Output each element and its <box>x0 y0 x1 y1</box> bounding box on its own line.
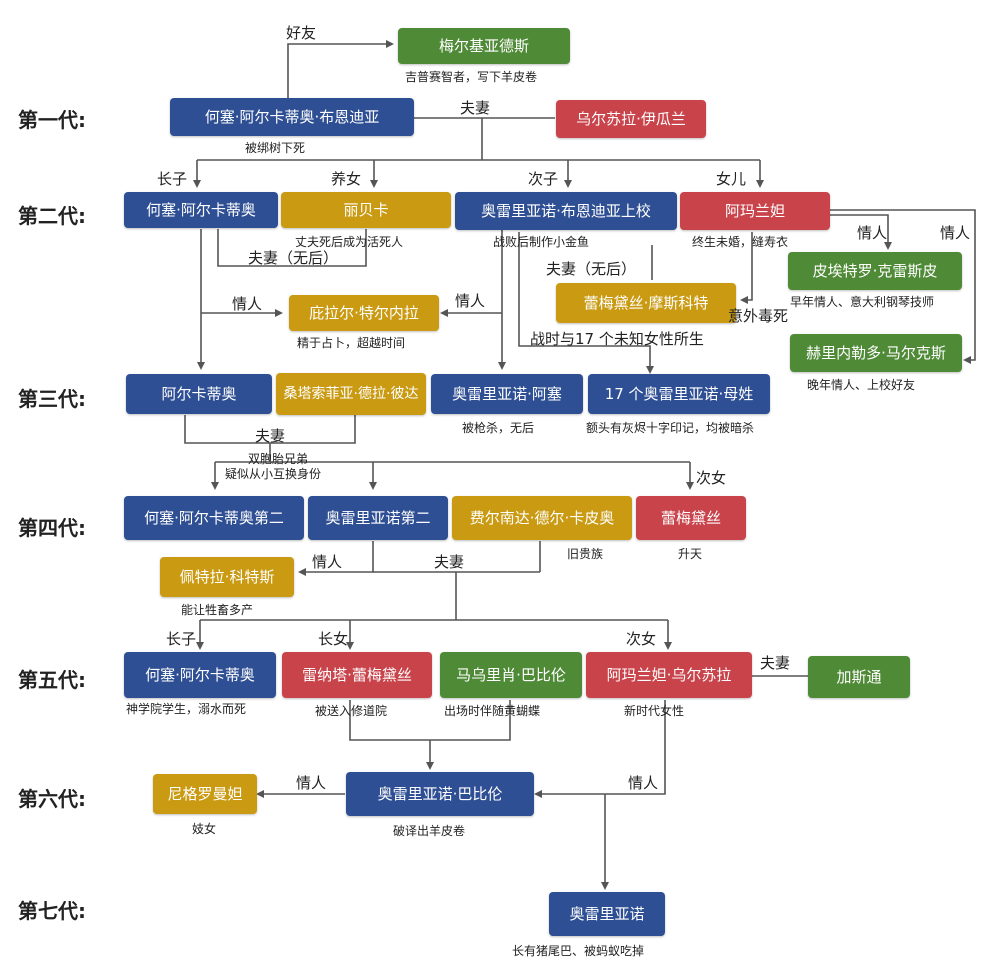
node-aureliano-jose: 奥雷里亚诺·阿塞 <box>431 374 583 414</box>
node-remedios-beauty: 蕾梅黛丝 <box>636 496 746 540</box>
generation-label: 第六代: <box>18 787 86 811</box>
relation-second-son: 次子 <box>528 170 559 188</box>
note-renata-remedios: 被送入修道院 <box>315 704 388 718</box>
node-remedios-moscote: 蕾梅黛丝·摩斯科特 <box>556 283 736 323</box>
node-aureliano-last: 奥雷里亚诺 <box>549 892 665 936</box>
node-jose-arcadio-segundo: 何塞·阿尔卡蒂奥第二 <box>124 496 304 540</box>
note-pietro-crespi: 早年情人、意大利钢琴技师 <box>790 295 935 309</box>
node-rebeca: 丽贝卡 <box>281 192 451 228</box>
node-jose-arcadio-gen5: 何塞·阿尔卡蒂奥 <box>124 652 276 698</box>
relation-eldest-son: 长子 <box>166 630 197 648</box>
note-amaranta-ursula: 新时代女性 <box>624 704 685 718</box>
node-renata-remedios: 雷纳塔·蕾梅黛丝 <box>282 652 432 698</box>
relation-lover: 情人 <box>628 774 659 792</box>
note-seventeen-women: 战时与17 个未知女性所生 <box>530 330 704 348</box>
note-aureliano-last: 长有猪尾巴、被蚂蚁吃掉 <box>512 944 645 958</box>
node-arcadio: 阿尔卡蒂奥 <box>126 374 272 414</box>
note-fernanda: 旧贵族 <box>567 547 604 561</box>
node-mauricio-babilonia: 马乌里肖·巴比伦 <box>440 652 582 698</box>
relation-second-daughter: 次女 <box>626 630 657 648</box>
relation-friend: 好友 <box>286 24 317 42</box>
node-gerineldo-marquez: 赫里内勒多·马尔克斯 <box>790 334 962 372</box>
note-remedios-moscote-death: 意外毒死 <box>728 307 789 325</box>
relation-lover: 情人 <box>455 292 486 310</box>
node-aureliano-segundo: 奥雷里亚诺第二 <box>308 496 448 540</box>
generation-label: 第二代: <box>18 204 86 228</box>
node-jose-arcadio-buendia: 何塞·阿尔卡蒂奥·布恩迪亚 <box>170 98 414 136</box>
relation-adopted-daughter: 养女 <box>331 170 362 188</box>
generation-label: 第一代: <box>18 108 86 132</box>
node-melquiades: 梅尔基亚德斯 <box>398 28 570 64</box>
note-melquiades: 吉普赛智者，写下羊皮卷 <box>405 70 538 84</box>
note-twins: 双胞胎兄弟 <box>248 452 309 466</box>
note-amaranta: 终生未婚，缝寿衣 <box>692 235 789 249</box>
node-fernanda: 费尔南达·德尔·卡皮奥 <box>452 496 632 540</box>
node-ursula: 乌尔苏拉·伊瓜兰 <box>556 100 706 138</box>
relation-eldest-son: 长子 <box>157 170 188 188</box>
note-petra-cotes: 能让牲畜多产 <box>181 603 254 617</box>
note-jose-arcadio-buendia: 被绑树下死 <box>245 141 306 155</box>
relation-lover: 情人 <box>857 224 888 242</box>
node-jose-arcadio: 何塞·阿尔卡蒂奥 <box>124 192 278 228</box>
note-remedios-beauty: 升天 <box>678 547 703 561</box>
node-amaranta: 阿玛兰妲 <box>680 192 830 230</box>
note-pilar-ternera: 精于占卜，超越时间 <box>297 336 406 350</box>
node-colonel-aureliano: 奥雷里亚诺·布恩迪亚上校 <box>455 192 677 230</box>
relation-lover: 情人 <box>232 295 263 313</box>
node-amaranta-ursula: 阿玛兰妲·乌尔苏拉 <box>586 652 752 698</box>
node-seventeen-aurelianos: 17 个奥雷里亚诺·母姓 <box>588 374 770 414</box>
node-pilar-ternera: 庇拉尔·特尔内拉 <box>289 295 439 331</box>
note-jose-arcadio-gen5: 神学院学生，溺水而死 <box>126 702 247 716</box>
relation-lover: 情人 <box>940 224 971 242</box>
relation-second-daughter: 次女 <box>696 469 727 487</box>
node-nigromanta: 尼格罗曼妲 <box>153 774 257 814</box>
note-gerineldo-marquez: 晚年情人、上校好友 <box>807 378 916 392</box>
generation-label: 第五代: <box>18 668 86 692</box>
relation-lover: 情人 <box>312 553 343 571</box>
node-aureliano-babilonia: 奥雷里亚诺·巴比伦 <box>346 772 534 816</box>
relation-spouse: 夫妻 <box>760 654 791 672</box>
note-aureliano-jose: 被枪杀，无后 <box>462 421 535 435</box>
note-colonel-aureliano: 战败后制作小金鱼 <box>493 235 590 249</box>
note-aureliano-babilonia: 破译出羊皮卷 <box>393 824 466 838</box>
generation-label: 第七代: <box>18 899 86 923</box>
generation-label: 第三代: <box>18 387 86 411</box>
relation-spouse-no-heir: 夫妻（无后） <box>546 260 637 278</box>
relation-spouse: 夫妻 <box>255 427 286 445</box>
relation-daughter: 女儿 <box>716 170 747 188</box>
note-rebeca: 丈夫死后成为活死人 <box>295 235 404 249</box>
relation-eldest-daughter: 长女 <box>318 630 349 648</box>
note-mauricio-babilonia: 出场时伴随黄蝴蝶 <box>444 704 541 718</box>
note-twins-swap: 疑似从小互换身份 <box>225 467 322 481</box>
generation-label: 第四代: <box>18 516 86 540</box>
relation-spouse-no-heir: 夫妻（无后） <box>248 249 339 267</box>
node-gaston: 加斯通 <box>808 656 910 698</box>
relation-spouse: 夫妻 <box>460 99 491 117</box>
node-petra-cotes: 佩特拉·科特斯 <box>160 557 294 597</box>
node-pietro-crespi: 皮埃特罗·克雷斯皮 <box>788 252 962 290</box>
relation-lover: 情人 <box>296 774 327 792</box>
node-santa-sofia: 桑塔索菲亚·德拉·彼达 <box>276 373 426 415</box>
note-nigromanta: 妓女 <box>192 822 217 836</box>
note-seventeen-aurelianos: 额头有灰烬十字印记，均被暗杀 <box>586 421 755 435</box>
relation-spouse: 夫妻 <box>434 553 465 571</box>
